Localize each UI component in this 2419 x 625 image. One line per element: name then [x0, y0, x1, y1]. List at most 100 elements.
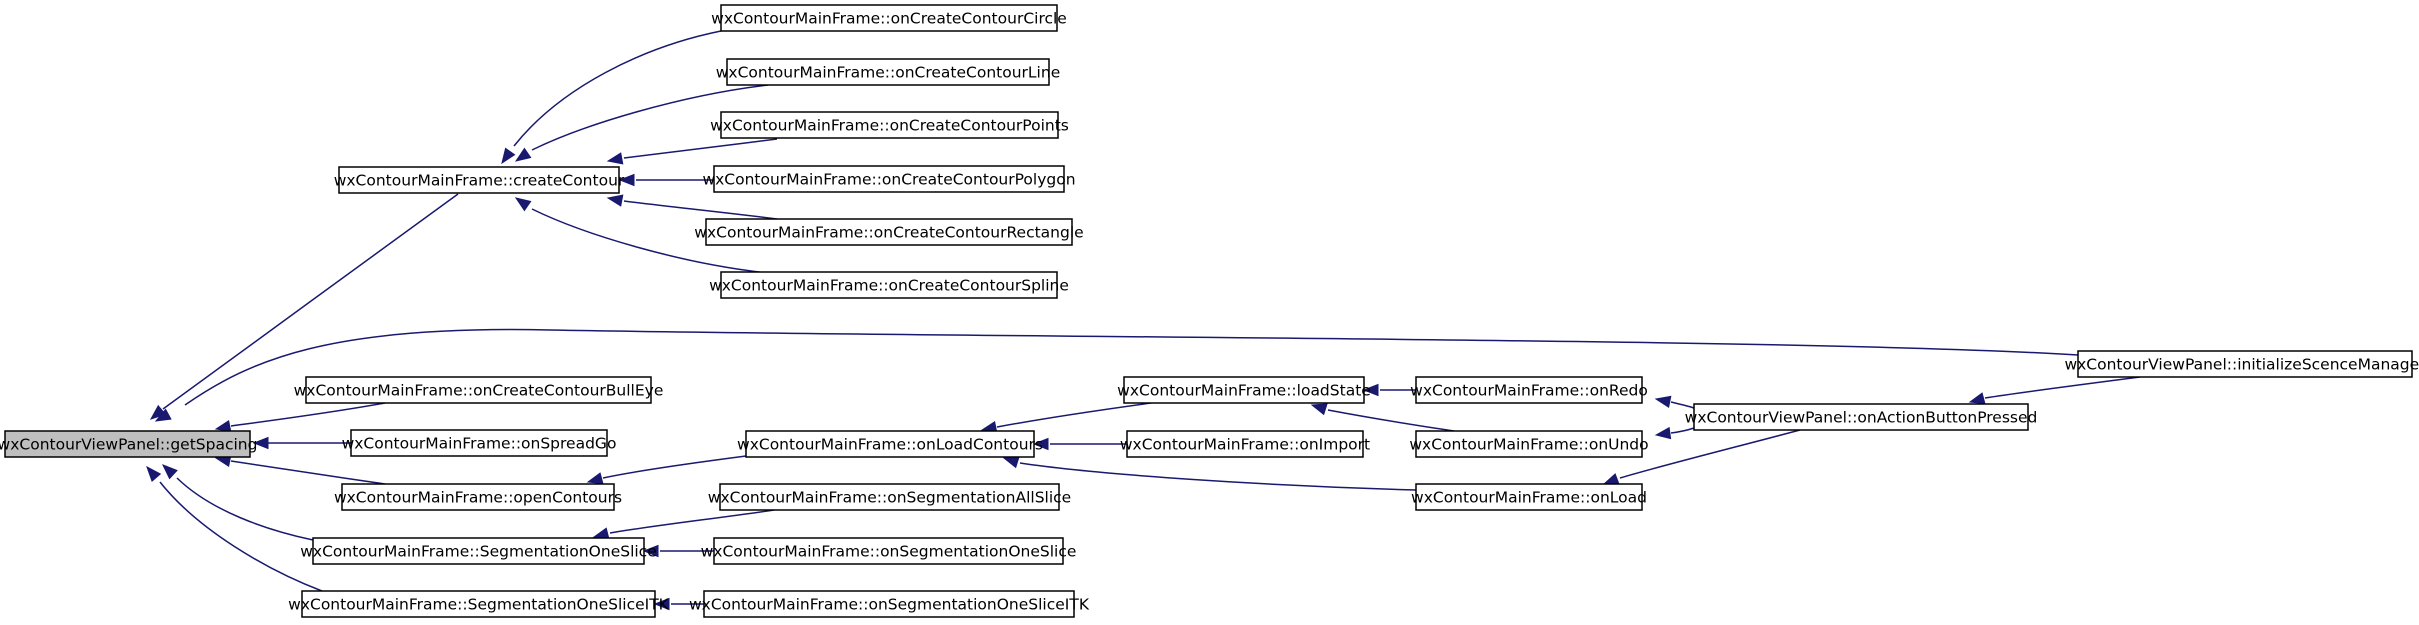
node-box	[1415, 483, 1643, 511]
node-label: wxContourMainFrame::onSegmentationOneSli…	[689, 596, 1090, 614]
node-box	[713, 537, 1064, 565]
node-onSegmentationOneSliceITK[interactable]: wxContourMainFrame::onSegmentationOneSli…	[689, 590, 1090, 618]
edge-onActionButtonPressed-to-onUndo	[1654, 426, 1695, 440]
edge-line	[513, 30, 722, 147]
edge-line	[602, 455, 747, 479]
arrowhead-icon	[1968, 392, 1986, 405]
arrowhead-icon	[501, 147, 516, 165]
node-initializeScenceManager[interactable]: wxContourViewPanel::initializeScenceMana…	[2064, 350, 2419, 378]
node-onCreateContourLine[interactable]: wxContourMainFrame::onCreateContourLine	[716, 58, 1060, 86]
arrowhead-icon	[1002, 456, 1020, 469]
node-label: wxContourMainFrame::onCreateContourPolyg…	[702, 171, 1075, 189]
edge-line	[531, 84, 769, 151]
edge-onUndo-to-loadState	[1310, 403, 1455, 432]
node-label: wxContourViewPanel::onActionButtonPresse…	[1685, 409, 2038, 427]
edge-initializeScenceManager-to-getSpacing	[154, 328, 2079, 422]
edge-SegmentationOneSliceITK-to-getSpacing	[146, 465, 323, 592]
node-SegmentationOneSliceITK[interactable]: wxContourMainFrame::SegmentationOneSlice…	[288, 590, 670, 618]
node-onCreateContourPolygon[interactable]: wxContourMainFrame::onCreateContourPolyg…	[702, 165, 1076, 193]
node-box	[341, 483, 615, 511]
edge-onActionButtonPressed-to-onRedo	[1654, 395, 1695, 409]
edge-line	[176, 477, 314, 541]
arrowhead-icon	[214, 420, 232, 433]
node-onCreateContourSpline[interactable]: wxContourMainFrame::onCreateContourSplin…	[709, 271, 1069, 299]
edge-line	[996, 402, 1152, 428]
node-onSpreadGo[interactable]: wxContourMainFrame::onSpreadGo	[342, 429, 617, 457]
node-onUndo[interactable]: wxContourMainFrame::onUndo	[1409, 430, 1649, 458]
node-onSegmentationAllSlice[interactable]: wxContourMainFrame::onSegmentationAllSli…	[708, 483, 1071, 511]
node-label: wxContourViewPanel::initializeScenceMana…	[2064, 356, 2419, 374]
edge-onLoadContours-to-openContours	[586, 455, 747, 485]
node-label: wxContourMainFrame::onImport	[1120, 436, 1370, 454]
edge-onCreateContourPolygon-to-createContour	[618, 173, 714, 187]
node-onCreateContourBullEye[interactable]: wxContourMainFrame::onCreateContourBullE…	[294, 376, 664, 404]
node-onLoadContours[interactable]: wxContourMainFrame::onLoadContours	[737, 430, 1043, 458]
node-box	[1415, 430, 1643, 458]
node-label: wxContourMainFrame::createContour	[334, 172, 625, 190]
node-loadState[interactable]: wxContourMainFrame::loadState	[1117, 376, 1371, 404]
node-onCreateContourRectangle[interactable]: wxContourMainFrame::onCreateContourRecta…	[694, 218, 1084, 246]
node-onLoad[interactable]: wxContourMainFrame::onLoad	[1411, 483, 1647, 511]
edge-SegmentationOneSlice-to-getSpacing	[161, 464, 314, 541]
edge-onCreateContourCircle-to-createContour	[501, 30, 722, 165]
node-onCreateContourPoints[interactable]: wxContourMainFrame::onCreateContourPoint…	[710, 111, 1069, 139]
node-label: wxContourMainFrame::onCreateContourPoint…	[710, 117, 1069, 135]
edge-line	[623, 200, 778, 220]
edges-layer	[146, 30, 2141, 611]
arrowhead-icon	[606, 194, 624, 207]
edge-onCreateContourPoints-to-createContour	[606, 138, 778, 165]
edge-line	[1619, 429, 1801, 479]
node-createContour[interactable]: wxContourMainFrame::createContour	[334, 166, 625, 194]
arrowhead-icon	[1362, 383, 1379, 397]
node-label: wxContourMainFrame::onSegmentationAllSli…	[708, 489, 1071, 507]
edge-initializeScenceManager-to-onActionButtonPressed	[1968, 376, 2141, 405]
edge-loadState-to-onLoadContours	[980, 402, 1152, 434]
arrowhead-icon	[154, 408, 172, 422]
edge-onSegmentationOneSlice-to-SegmentationOneSlice	[642, 544, 714, 558]
edge-line	[159, 481, 323, 592]
node-box	[1126, 430, 1364, 458]
arrowhead-icon	[252, 436, 269, 450]
node-onSegmentationOneSlice[interactable]: wxContourMainFrame::onSegmentationOneSli…	[701, 537, 1077, 565]
node-onImport[interactable]: wxContourMainFrame::onImport	[1120, 430, 1370, 458]
edge-onSegmentationOneSliceITK-to-SegmentationOneSliceITK	[653, 597, 704, 611]
edge-line	[1670, 401, 1695, 409]
node-box	[703, 590, 1075, 618]
arrowhead-icon	[1602, 473, 1620, 485]
node-label: wxContourMainFrame::onUndo	[1409, 436, 1648, 454]
node-SegmentationOneSlice[interactable]: wxContourMainFrame::SegmentationOneSlice	[300, 537, 657, 565]
node-box	[720, 271, 1058, 299]
node-label: wxContourMainFrame::SegmentationOneSlice	[300, 543, 657, 561]
edge-onImport-to-onLoadContours	[1032, 437, 1127, 451]
node-onCreateContourCircle[interactable]: wxContourMainFrame::onCreateContourCircl…	[711, 4, 1067, 32]
edge-line	[230, 402, 386, 427]
node-box	[301, 590, 656, 618]
node-onActionButtonPressed[interactable]: wxContourViewPanel::onActionButtonPresse…	[1685, 403, 2038, 431]
node-openContours[interactable]: wxContourMainFrame::openContours	[334, 483, 622, 511]
edge-line	[162, 193, 459, 410]
edge-line	[1327, 409, 1455, 432]
edge-onSpreadGo-to-getSpacing	[252, 436, 351, 450]
arrowhead-icon	[161, 464, 178, 480]
node-onRedo[interactable]: wxContourMainFrame::onRedo	[1410, 376, 1648, 404]
node-label: wxContourMainFrame::onRedo	[1410, 382, 1648, 400]
node-getSpacing[interactable]: wxContourViewPanel::getSpacing	[0, 430, 257, 458]
arrowhead-icon	[1654, 426, 1672, 440]
edge-line	[1984, 376, 2141, 399]
node-box	[1415, 376, 1643, 404]
edge-line	[531, 208, 769, 274]
arrowhead-icon	[642, 544, 659, 558]
node-box	[705, 218, 1073, 246]
node-box	[720, 4, 1058, 32]
arrowhead-icon	[514, 147, 532, 162]
edge-onCreateContourRectangle-to-createContour	[606, 194, 778, 220]
node-box	[745, 430, 1035, 458]
node-box	[350, 429, 608, 457]
arrowhead-icon	[514, 197, 532, 212]
arrowhead-icon	[146, 465, 162, 483]
edge-line	[609, 509, 775, 534]
edge-line	[184, 328, 2079, 406]
edge-onRedo-to-loadState	[1362, 383, 1416, 397]
arrowhead-icon	[149, 404, 167, 420]
